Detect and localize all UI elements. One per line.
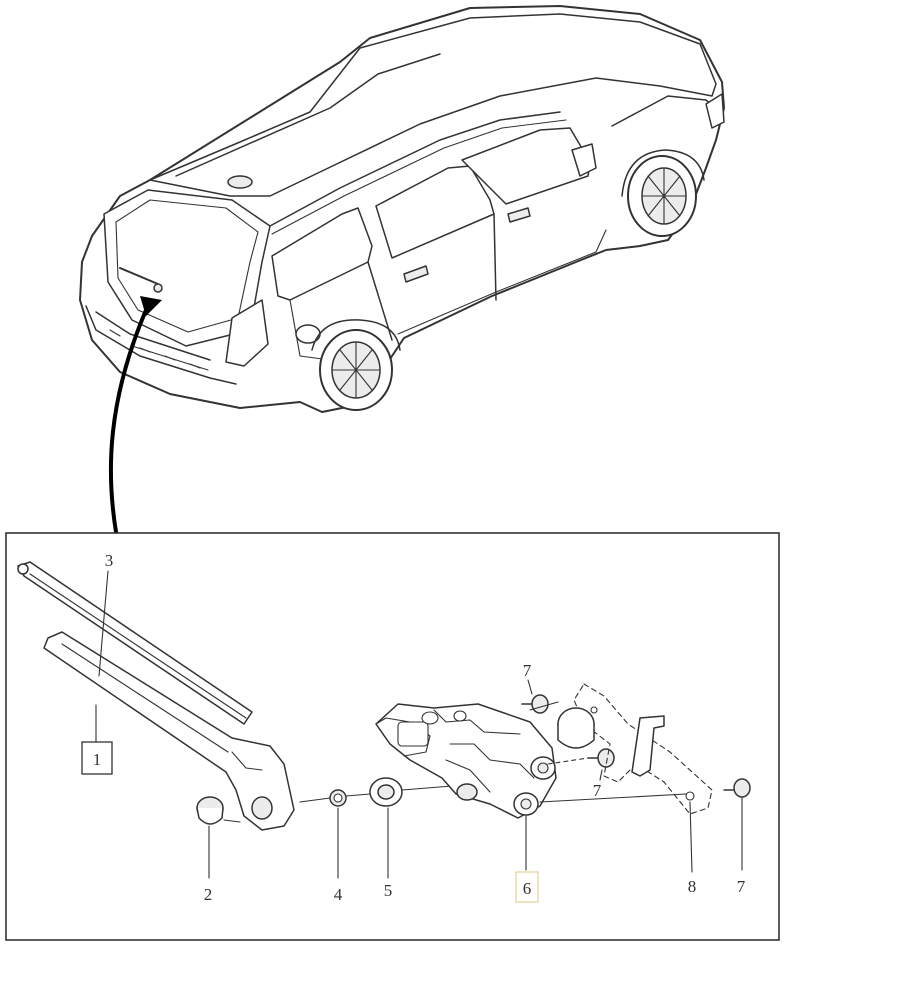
mounting-bracket xyxy=(557,683,713,815)
car-illustration xyxy=(79,5,725,413)
wiper-motor xyxy=(375,703,557,819)
nut xyxy=(329,789,347,807)
callout-4: 4 xyxy=(334,885,343,904)
callout-6-highlight xyxy=(515,871,539,903)
callout-1: 1 xyxy=(93,750,102,769)
callout-7-top: 7 xyxy=(523,661,532,680)
seal xyxy=(369,777,403,807)
callout-2: 2 xyxy=(204,885,213,904)
callout-labels: 1 3 2 4 5 6 7 7 7 8 xyxy=(81,551,746,904)
bolt-right xyxy=(723,778,751,798)
callout-5: 5 xyxy=(384,881,393,900)
callout-7-middle: 7 xyxy=(593,781,602,800)
callout-6: 6 xyxy=(523,879,532,898)
callout-8: 8 xyxy=(688,877,697,896)
callout-1-box xyxy=(81,741,113,775)
wiper-arm xyxy=(43,631,295,831)
wiper-blade xyxy=(17,561,253,725)
callout-7-right: 7 xyxy=(737,877,746,896)
cap xyxy=(196,796,241,825)
callout-leaders xyxy=(95,570,743,879)
pointer-arrow xyxy=(108,296,162,534)
callout-3: 3 xyxy=(105,551,114,570)
